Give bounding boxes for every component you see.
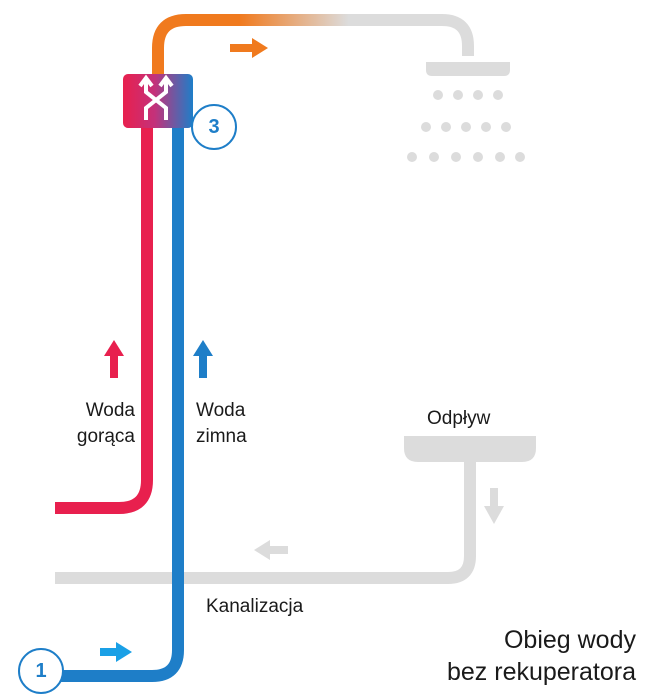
- sewer-label: Kanalizacja: [206, 596, 304, 617]
- cold-flow-up-arrow: [193, 340, 213, 378]
- diagram-title-line2: bez rekuperatora: [446, 658, 636, 686]
- inlet-badge: 1: [18, 648, 64, 694]
- exchanger-badge: 3: [191, 104, 237, 150]
- hot-water-label-line1: Woda: [85, 400, 135, 421]
- sewer-flow-left-arrow: [254, 540, 288, 560]
- warm-flow-right-arrow: [230, 38, 268, 58]
- hot-flow-up-arrow: [104, 340, 124, 378]
- sewer-pipe: [55, 442, 476, 584]
- diagram-title: Obieg wody bez rekuperatora: [447, 624, 636, 688]
- hot-water-label: Woda gorąca: [40, 398, 135, 450]
- shower-head-icon: [407, 62, 525, 162]
- cold-water-label: Woda zimna: [196, 398, 306, 450]
- cold-water-pipe: [60, 128, 184, 682]
- inlet-flow-right-arrow: [100, 642, 132, 662]
- diagram-title-line1: Obieg wody: [503, 626, 636, 654]
- hot-water-pipe: [55, 128, 153, 514]
- mixing-valve-icon: [123, 74, 193, 128]
- drain-flow-down-arrow: [484, 488, 504, 524]
- drain-label: Odpływ: [427, 408, 491, 429]
- cold-water-label-line2: zimna: [196, 426, 247, 447]
- hot-water-label-line2: gorąca: [76, 426, 135, 447]
- shower-supply-pipe: [152, 14, 474, 84]
- drain-basin-icon: [404, 436, 536, 462]
- cold-water-label-line1: Woda: [196, 400, 246, 421]
